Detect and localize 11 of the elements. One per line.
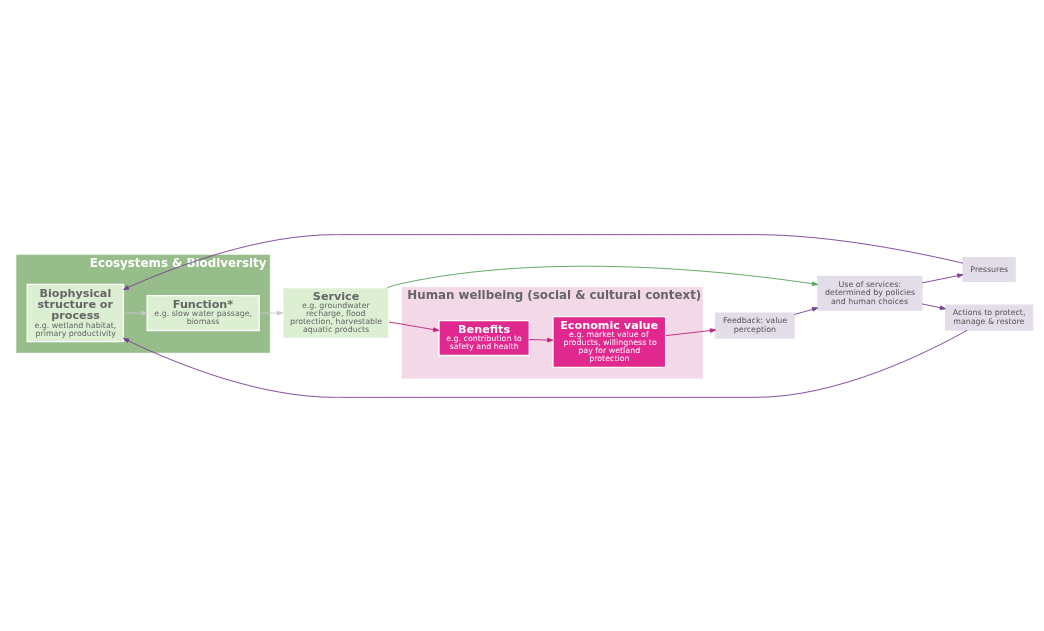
arrow [528,337,554,342]
arrow [122,233,964,290]
arrow [123,329,968,398]
arrow [258,310,284,315]
arrow [793,306,819,315]
arrow [386,265,819,288]
arrow [388,321,440,332]
arrow [665,327,717,336]
arrow [921,272,964,283]
arrow [921,302,946,310]
arrow [123,310,148,315]
